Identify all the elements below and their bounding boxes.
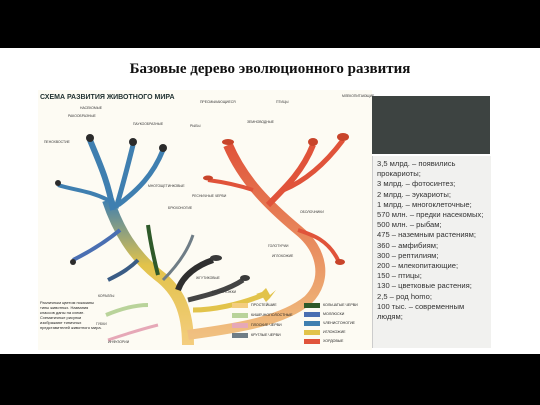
tree-label: ЖГУТИКОВЫЕ xyxy=(196,276,220,280)
tree-label: ИГЛОКОЖИЕ xyxy=(272,254,294,258)
fact-item: 1 млрд. – многоклеточные; xyxy=(377,199,472,209)
legend-label: ХОРДОВЫЕ xyxy=(323,339,344,343)
dark-panel xyxy=(372,96,490,154)
legend-swatch xyxy=(304,338,320,344)
fact-item: 130 – цветковые растения; xyxy=(377,281,472,291)
facts-list: 3,5 млрд. – появились прокариоты; 3 млрд… xyxy=(373,156,491,325)
slide-title: Базовые дерево эволюционного развития xyxy=(129,61,411,77)
tree-label: ЗЕМНОВОДНЫЕ xyxy=(247,120,274,124)
tree-label: МНОГОЩЕТИНКОВЫЕ xyxy=(148,184,185,188)
legend-item: КРУГЛЫЕ ЧЕРВИ xyxy=(232,332,281,338)
tree-label: БРЮХОНОГИЕ xyxy=(168,206,193,210)
tree-label: КОРАЛЛЫ xyxy=(98,294,115,298)
tree-label: ПЕНОХВОСТИЕ xyxy=(44,140,70,144)
legend: ПРОСТЕЙШИЕ КИШЕЧНОПОЛОСТНЫЕ ПЛОСКИЕ ЧЕРВ… xyxy=(232,302,372,348)
tree-label: ПРЕСМЫКАЮЩИЕСЯ xyxy=(200,100,236,104)
fact-item: 100 тыс. – современным людям; xyxy=(377,301,465,322)
slide: Базовые дерево эволюционного развития СХ… xyxy=(0,48,540,354)
fact-item: 570 млн. – предки насекомых; xyxy=(377,210,484,220)
legend-item: ХОРДОВЫЕ xyxy=(304,338,343,344)
legend-label: ЧЛЕНИСТОНОГИЕ xyxy=(323,321,355,325)
tree-label: РЫБЫ xyxy=(190,124,201,128)
fact-item: 2,5 – род homo; xyxy=(377,291,432,301)
legend-item: ПЛОСКИЕ ЧЕРВИ xyxy=(232,322,282,328)
tree-label: ПАУКООБРАЗНЫЕ xyxy=(133,122,164,126)
scheme-caption: Различным цветом показаны типы животных.… xyxy=(40,300,102,330)
tree-label: КОРНЕНОЖКИ xyxy=(212,290,237,294)
legend-label: МОЛЛЮСКИ xyxy=(323,312,345,316)
legend-label: ПРОСТЕЙШИЕ xyxy=(251,303,277,307)
legend-item: КОЛЬЧАТЫЕ ЧЕРВИ xyxy=(304,302,358,308)
tree-label: РАКООБРАЗНЫЕ xyxy=(68,114,96,118)
legend-label: ПЛОСКИЕ ЧЕРВИ xyxy=(251,323,282,327)
legend-swatch xyxy=(232,332,248,338)
tree-label: ПТИЦЫ xyxy=(276,100,289,104)
fact-item: 360 – амфибиям; xyxy=(377,240,439,250)
legend-swatch xyxy=(232,312,248,318)
fact-item: 3 млрд. – фотосинтез; xyxy=(377,179,456,189)
fact-item: 200 – млекопитающие; xyxy=(377,261,459,271)
fact-item: 300 – рептилиям; xyxy=(377,250,439,260)
facts-panel: 3,5 млрд. – появились прокариоты; 3 млрд… xyxy=(372,156,491,348)
legend-label: ИГЛОКОЖИЕ xyxy=(323,330,346,334)
legend-item: ЧЛЕНИСТОНОГИЕ xyxy=(304,320,355,326)
tree-label: МЛЕКОПИТАЮЩИЕ xyxy=(342,94,375,98)
legend-swatch xyxy=(304,320,320,326)
tree-label: ИНФУЗОРИИ xyxy=(108,340,130,344)
fact-item: 475 – наземным растениям; xyxy=(377,230,477,240)
legend-swatch xyxy=(304,329,320,335)
fact-item: 3,5 млрд. – появились прокариоты; xyxy=(377,159,456,179)
tree-label: РЕСНИЧНЫЕ ЧЕРВИ xyxy=(192,194,227,198)
tree-label: ГУБКИ xyxy=(96,322,107,326)
legend-label: КОЛЬЧАТЫЕ ЧЕРВИ xyxy=(323,303,358,307)
tree-label: НАСЕКОМЫЕ xyxy=(80,106,103,110)
legend-swatch xyxy=(304,311,320,317)
tree-label: ОБОЛОЧНИКИ xyxy=(300,210,324,214)
fact-item: 500 млн. – рыбам; xyxy=(377,220,442,230)
legend-item: ПРОСТЕЙШИЕ xyxy=(232,302,277,308)
legend-swatch xyxy=(232,322,248,328)
fact-item: 150 – птицы; xyxy=(377,271,422,281)
evolution-tree xyxy=(55,133,349,346)
legend-item: ИГЛОКОЖИЕ xyxy=(304,329,346,335)
legend-label: КРУГЛЫЕ ЧЕРВИ xyxy=(251,333,281,337)
legend-item: МОЛЛЮСКИ xyxy=(304,311,344,317)
scheme-title: СХЕМА РАЗВИТИЯ ЖИВОТНОГО МИРА xyxy=(40,94,175,101)
tree-label: ГОЛОТУРИИ xyxy=(268,244,289,248)
legend-swatch xyxy=(232,302,248,308)
legend-label: КИШЕЧНОПОЛОСТНЫЕ xyxy=(251,313,293,317)
legend-swatch xyxy=(304,302,320,308)
legend-item: КИШЕЧНОПОЛОСТНЫЕ xyxy=(232,312,293,318)
fact-item: 2 млрд. – эукариоты; xyxy=(377,189,451,199)
